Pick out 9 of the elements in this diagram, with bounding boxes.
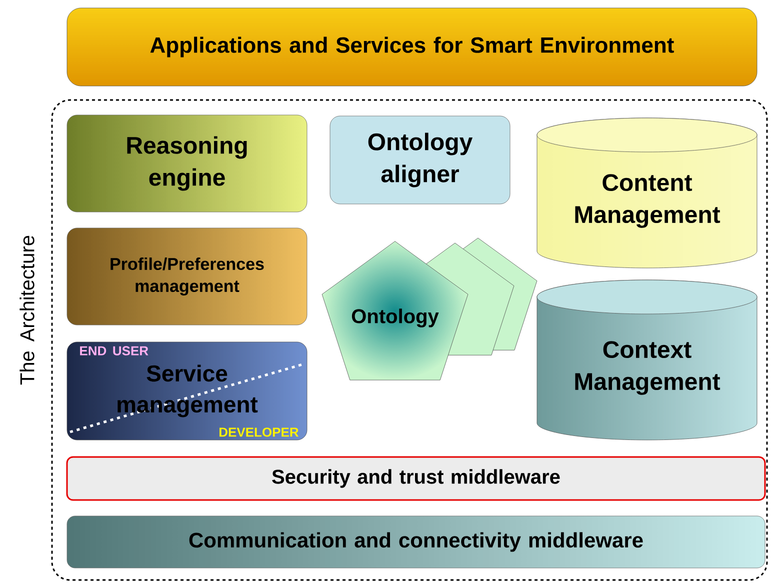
process-box: Ontology aligner — [330, 116, 510, 204]
process-box: Reasoning engine — [66, 114, 308, 212]
layer-bar: Security and trust middleware — [66, 456, 766, 501]
process-box: Profile/Preferences management — [66, 228, 308, 326]
node-label: The Architecture — [20, 236, 34, 385]
layer-bar: Communication and connectivity middleware — [66, 516, 766, 568]
database-cylinder: Context Management — [536, 280, 758, 440]
layer-bar: Applications and Services for Smart Environment — [66, 8, 758, 86]
database-cylinder: Content Management — [536, 118, 758, 268]
